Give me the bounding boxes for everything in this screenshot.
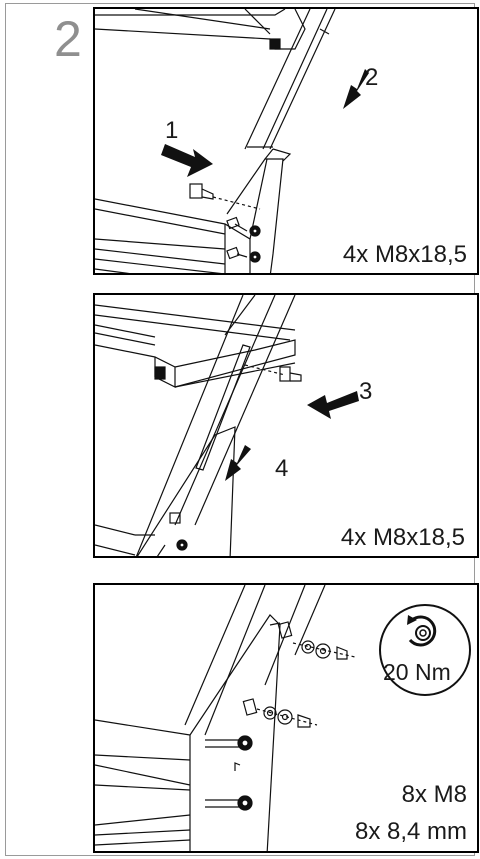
step-number: 2: [54, 11, 82, 67]
panel-3-caption-nuts: 8x M8: [401, 781, 467, 808]
torque-value: 20 Nm: [383, 659, 451, 685]
panel-2-caption: 4x M8x18,5: [340, 524, 465, 551]
panel-2-illustration: [95, 295, 359, 556]
panel-1-caption: 4x M8x18,5: [342, 241, 467, 268]
callout-2: 2: [365, 64, 379, 91]
panel-1: 1 2 4x M8x18,5: [93, 7, 479, 275]
panel-2: 3 4 4x M8x18,5: [93, 293, 479, 558]
panel-3-caption-washers: 8x 8,4 mm: [354, 818, 467, 845]
panel-3: 20 Nm 8x M8 8x 8,4 mm: [93, 583, 479, 853]
callout-1: 1: [165, 117, 179, 144]
callout-3: 3: [359, 378, 373, 405]
panel-3-illustration: [95, 585, 471, 851]
callout-4: 4: [275, 455, 289, 482]
panel-1-illustration: [95, 9, 369, 273]
